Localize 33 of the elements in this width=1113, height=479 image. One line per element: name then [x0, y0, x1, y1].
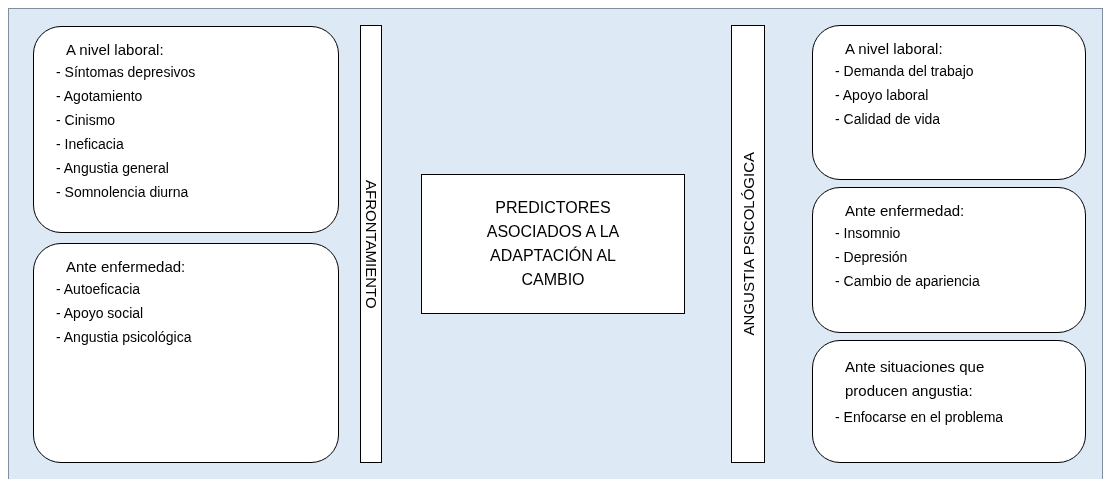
center-box [421, 174, 685, 314]
list-item: - Apoyo laboral [835, 87, 930, 103]
list-item: - Somnolencia diurna [56, 184, 190, 200]
vertical-label-bar [731, 25, 765, 463]
list-card [812, 340, 1086, 463]
list-item: - Agotamiento [56, 88, 144, 104]
list-item: - Calidad de vida [835, 111, 942, 127]
list-item: - Ineficacia [56, 136, 125, 152]
list-item: - Cambio de apariencia [835, 273, 981, 289]
list-item: - Enfocarse en el problema [835, 409, 1005, 425]
vertical-label-bar [360, 25, 382, 463]
list-card [33, 26, 339, 233]
list-heading: A nivel laboral: [66, 41, 165, 58]
list-item: - Demanda del trabajo [835, 63, 975, 79]
list-card [33, 243, 339, 463]
list-item: - Cinismo [56, 112, 117, 128]
list-heading: Ante enfermedad: [845, 202, 966, 219]
list-item: - Depresión [835, 249, 909, 265]
center-title: PREDICTORES ASOCIADOS A LA ADAPTACIÓN AL CAMBIO [485, 198, 621, 290]
list-card [812, 25, 1086, 180]
list-item: - Angustia psicológica [56, 329, 193, 345]
list-item: - Autoeficacia [56, 281, 142, 297]
list-item: - Apoyo social [56, 305, 145, 321]
vertical-label: ANGUSTIA PSICOLÓGICA [739, 152, 757, 336]
list-heading: A nivel laboral: [845, 40, 944, 57]
background-panel [8, 8, 1103, 479]
list-heading: Ante situaciones que producen angustia: [845, 357, 986, 401]
list-item: - Insomnio [835, 225, 902, 241]
vertical-label: AFRONTAMIENTO [362, 179, 380, 309]
list-heading: Ante enfermedad: [66, 258, 187, 275]
list-card [812, 187, 1086, 333]
list-item: - Angustia general [56, 160, 170, 176]
list-item: - Síntomas depresivos [56, 64, 197, 80]
